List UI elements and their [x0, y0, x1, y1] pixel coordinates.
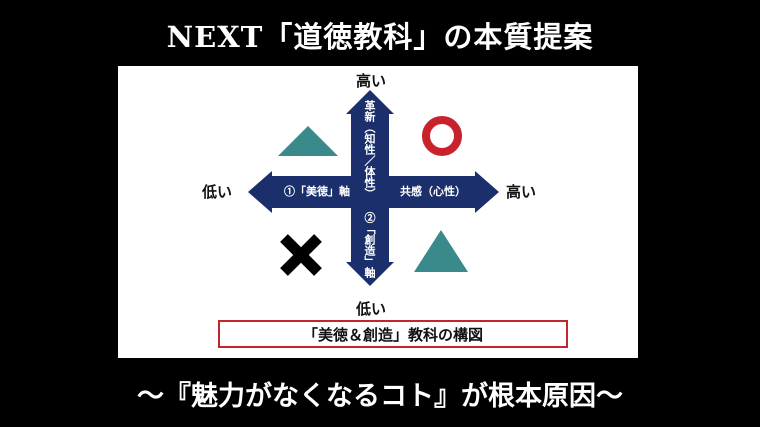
horizontal-axis-arrow	[248, 171, 499, 213]
page-title: NEXT「道徳教科」の本質提案	[166, 20, 594, 54]
cross-icon	[280, 234, 322, 276]
triangle-icon	[278, 126, 338, 156]
caption-text: 「美徳＆創造」教科の構図	[302, 325, 483, 344]
horizontal-axis-left-text: ①「美徳」軸	[284, 185, 350, 198]
horizontal-high-label: 高い	[506, 183, 537, 201]
circle-icon	[422, 116, 462, 156]
footer-text: ～『魅力がなくなるコト』が根本原因～	[137, 381, 623, 412]
horizontal-low-label: 低い	[202, 183, 233, 201]
vertical-axis-upper-text: 革新（知性／体性）	[363, 100, 376, 199]
triangle-icon	[414, 230, 468, 272]
vertical-low-label: 低い	[356, 300, 387, 318]
axes-diagram	[248, 90, 499, 286]
horizontal-axis-right-text: 共感（心性）	[400, 185, 466, 198]
vertical-high-label: 高い	[356, 72, 387, 90]
caption-box: 「美徳＆創造」教科の構図	[218, 320, 568, 348]
vertical-axis-lower-text: ②「創造」軸	[363, 212, 376, 278]
diagram-panel: 高い 低い 低い 高い 革新（知性／体性） ②「創造」軸 ①「美徳」軸 共感（心…	[118, 66, 638, 358]
